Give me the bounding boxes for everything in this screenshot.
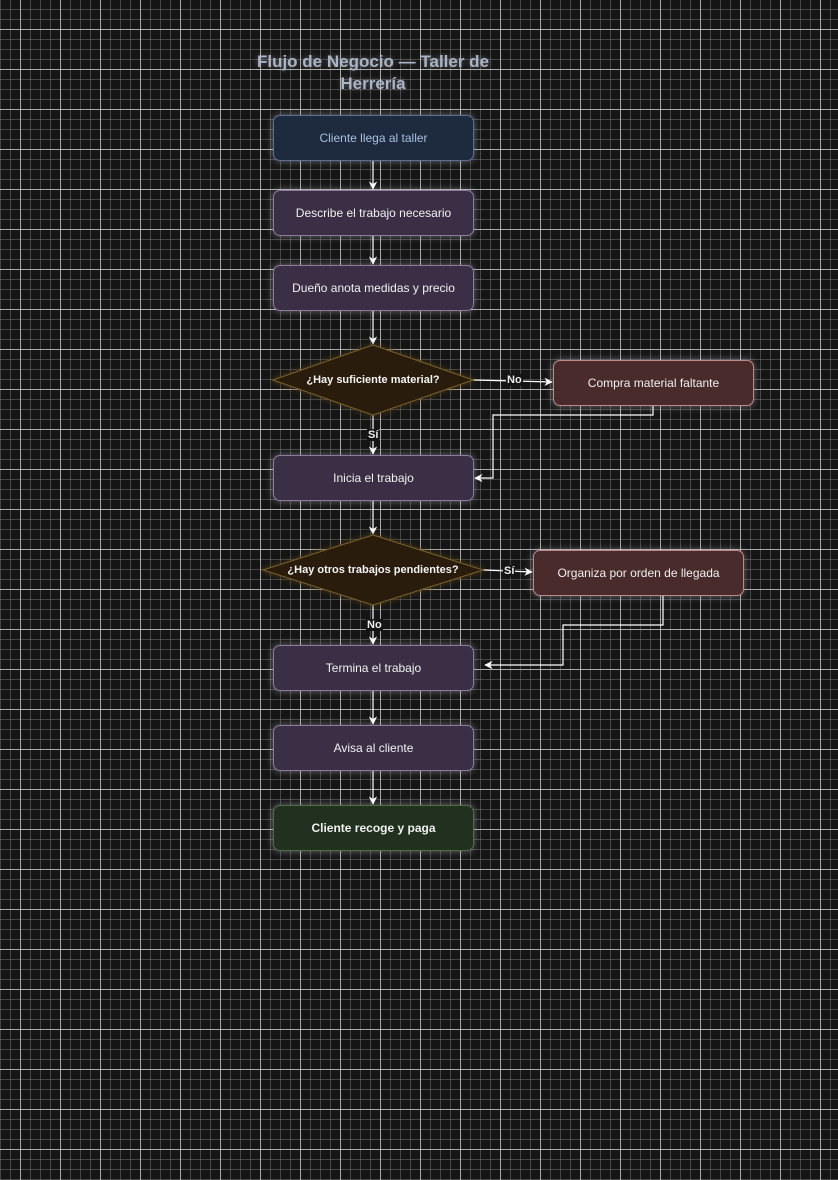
node-organiza-orden[interactable]: Organiza por orden de llegada [533, 550, 744, 596]
edge-label-d1-si: Sí [367, 429, 380, 441]
node-anota-medidas[interactable]: Dueño anota medidas y precio [273, 265, 474, 311]
node-inicia-trabajo[interactable]: Inicia el trabajo [273, 455, 474, 501]
node-compra-material[interactable]: Compra material faltante [553, 360, 754, 406]
edge-n4-n5 [474, 405, 654, 483]
node-avisa-cliente[interactable]: Avisa al cliente [273, 725, 474, 771]
node-describe-trabajo[interactable]: Describe el trabajo necesario [273, 190, 474, 236]
edge-label-d1-no: No [506, 374, 523, 386]
node-termina-trabajo[interactable]: Termina el trabajo [273, 645, 474, 691]
edge-n6-n7 [484, 595, 664, 670]
node-cliente-llega[interactable]: Cliente llega al taller [273, 115, 474, 161]
diagram-title: Flujo de Negocio — Taller de Herrería [256, 52, 490, 93]
decision-d2-shape[interactable] [261, 534, 485, 606]
decision-d1-shape[interactable] [271, 344, 475, 416]
edge-label-d2-si: Sí [503, 565, 516, 577]
edge-label-d2-no: No [366, 619, 383, 631]
node-recoge-paga[interactable]: Cliente recoge y paga [273, 805, 474, 851]
